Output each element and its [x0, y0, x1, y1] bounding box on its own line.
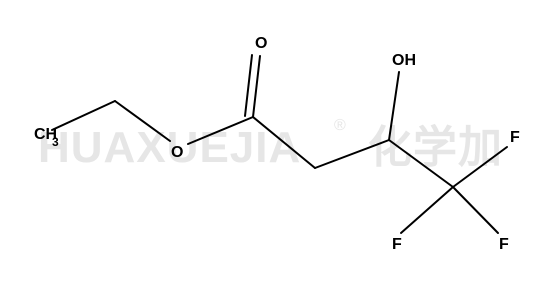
fluorine-label-2: F	[392, 236, 402, 253]
bond-ch3-ch2	[51, 100, 116, 131]
bond-cf3-f1	[452, 146, 508, 188]
watermark-text: HUAXUEJIA	[38, 123, 301, 172]
bond-cf3-f2	[400, 186, 454, 234]
bond-cf3-f3	[452, 186, 499, 234]
ch3-label: CH	[34, 126, 57, 143]
bond-choh-oh	[388, 71, 400, 141]
bond-ch2-ester-o	[114, 100, 171, 142]
hydroxyl-label: OH	[392, 52, 416, 69]
ch3-subscript: 3	[52, 135, 59, 149]
bond-carbonyl-double-a	[252, 55, 261, 118]
bond-ester-o-carbonyl-c	[187, 116, 254, 145]
bond-carbonyl-double-b	[244, 54, 253, 117]
bond-carbonyl-c-ch2	[252, 116, 316, 169]
ester-oxygen-label: O	[171, 144, 183, 161]
bond-choh-cf3	[388, 139, 454, 188]
bond-ch2-choh	[314, 139, 390, 169]
fluorine-label-1: F	[510, 129, 520, 146]
fluorine-label-3: F	[499, 236, 509, 253]
carbonyl-oxygen-label: O	[255, 35, 267, 52]
watermark-registered-mark: ®	[334, 117, 346, 134]
